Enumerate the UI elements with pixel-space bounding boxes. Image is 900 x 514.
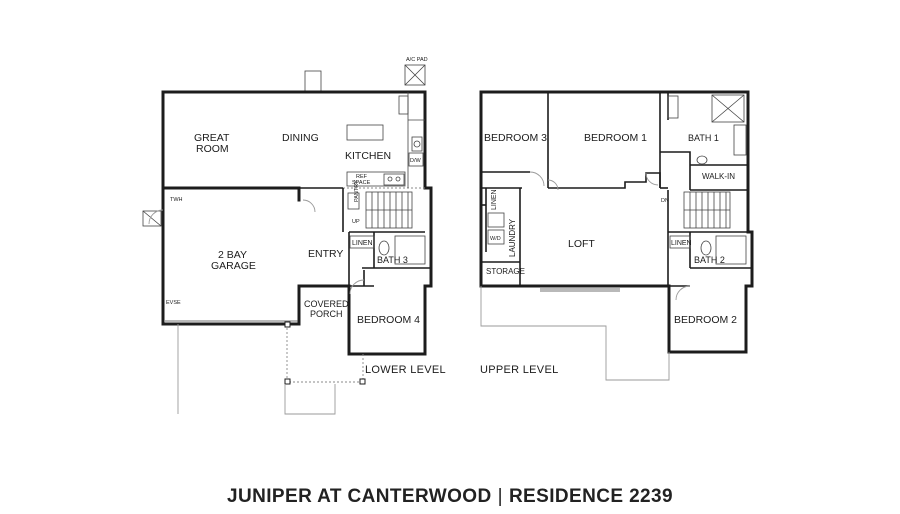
bath-1-label: BATH 1 — [688, 133, 719, 143]
garage-label-2: GARAGE — [211, 260, 256, 272]
residence-name: RESIDENCE 2239 — [508, 486, 673, 507]
twh-label: TWH — [170, 197, 183, 203]
plan-title: JUNIPER AT CANTERWOOD|RESIDENCE 2239 — [0, 486, 900, 508]
dw-label: D/W — [410, 158, 422, 164]
loft-label: LOFT — [568, 238, 595, 250]
bedroom-1-label: BEDROOM 1 — [584, 132, 647, 144]
upper-outer-walls — [479, 90, 754, 354]
kitchen-label: KITCHEN — [345, 150, 391, 162]
ac-pad-label: A/C PAD — [406, 57, 428, 63]
kitchen-island — [346, 124, 384, 141]
ac-pad — [404, 64, 426, 86]
porch-label-1: COVERED — [304, 299, 349, 309]
evse-label: EVSE — [166, 300, 181, 306]
linen-lower-label: LINEN — [352, 240, 373, 247]
up-label: UP — [352, 219, 360, 225]
great-room-label-2: ROOM — [196, 143, 229, 155]
walk-in-label: WALK-IN — [702, 172, 735, 181]
upper-level-plan: DN W/D BEDROOM 3 BEDROOM 1 BATH 1 WALK-I… — [479, 90, 754, 381]
upper-level-label: UPPER LEVEL — [480, 364, 559, 376]
bath-2-label: BATH 2 — [694, 255, 725, 265]
porch-label-2: PORCH — [310, 309, 343, 319]
community-name: JUNIPER AT CANTERWOOD — [227, 486, 492, 507]
bedroom-4-label: BEDROOM 4 — [357, 314, 420, 326]
linen-upper-vertical-label: LINEN — [491, 189, 498, 210]
great-room-label-1: GREAT — [194, 132, 230, 144]
dining-label: DINING — [282, 132, 319, 144]
ref-label: REF — [356, 174, 368, 180]
lower-level-plan: A/C PAD — [142, 57, 446, 415]
washer-dryer-label: W/D — [490, 236, 501, 242]
bath-3-label: BATH 3 — [377, 255, 408, 265]
title-separator: | — [497, 486, 503, 507]
lower-stairs — [365, 191, 413, 229]
linen-upper-label: LINEN — [671, 240, 692, 247]
laundry-label: LAUNDRY — [508, 218, 517, 257]
upper-stairs — [683, 191, 731, 229]
storage-label: STORAGE — [486, 267, 525, 276]
bedroom-2-label: BEDROOM 2 — [674, 314, 737, 326]
space-label: SPACE — [352, 180, 371, 186]
dn-label: DN — [661, 198, 669, 204]
garage-label-1: 2 BAY — [218, 249, 247, 261]
bedroom-3-label: BEDROOM 3 — [484, 132, 547, 144]
entry-label: ENTRY — [308, 248, 343, 260]
pantry-label: PANTRY — [354, 180, 360, 202]
lower-level-label: LOWER LEVEL — [365, 364, 446, 376]
